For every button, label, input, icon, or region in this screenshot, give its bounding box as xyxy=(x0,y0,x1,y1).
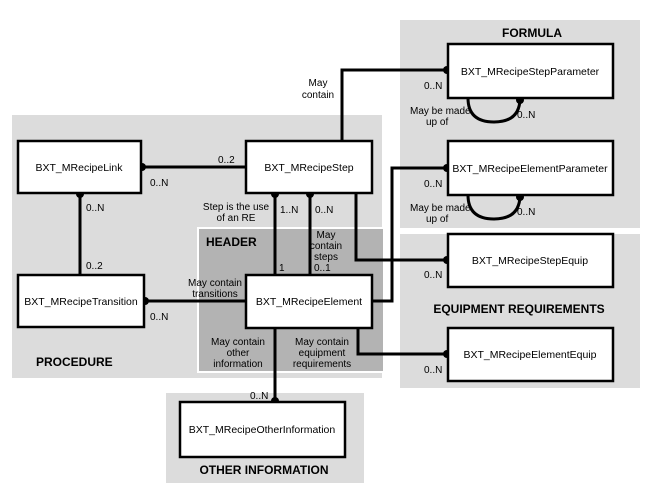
equipment-title: EQUIPMENT REQUIREMENTS xyxy=(433,302,604,316)
entity-label: BXT_MRecipeStep xyxy=(264,162,353,174)
contain-steps-label: May xyxy=(317,230,336,241)
equipment-req-label: requirements xyxy=(293,359,351,370)
step-stepequip-line xyxy=(354,193,448,262)
entity-label: BXT_MRecipeElementParameter xyxy=(452,163,608,175)
stepparameter-self-loop xyxy=(466,97,522,124)
self-relation-label: up of xyxy=(426,214,448,225)
cardinality-label: 0..1 xyxy=(314,263,331,274)
other-info-label: May contain xyxy=(211,337,265,348)
may-contain-label: contain xyxy=(302,90,334,101)
contain-steps-label: contain xyxy=(310,241,342,252)
entity-recipe-step[interactable]: BXT_MRecipeStep xyxy=(244,139,374,195)
cardinality-label: 0..N xyxy=(424,81,442,92)
entity-label: BXT_MRecipeStepEquip xyxy=(472,255,588,267)
cardinality-label: 0..N xyxy=(150,312,168,323)
cardinality-label: 0..N xyxy=(315,205,333,216)
cardinality-label: 0..N xyxy=(250,391,268,402)
procedure-title: PROCEDURE xyxy=(36,355,113,369)
entity-recipe-other-information[interactable]: BXT_MRecipeOtherInformation xyxy=(178,400,347,459)
entity-recipe-element-equip[interactable]: BXT_MRecipeElementEquip xyxy=(446,326,615,383)
cardinality-label: 0..N xyxy=(86,203,104,214)
cardinality-label: 0..N xyxy=(517,207,535,218)
step-use-label: Step is the use xyxy=(203,202,270,213)
cardinality-label: 1..N xyxy=(280,205,298,216)
elementparameter-self-loop xyxy=(466,194,522,221)
entity-recipe-step-equip[interactable]: BXT_MRecipeStepEquip xyxy=(446,232,615,289)
entity-label: BXT_MRecipeStepParameter xyxy=(461,66,600,78)
cardinality-label: 0..N xyxy=(424,179,442,190)
transitions-label: May contain xyxy=(188,278,242,289)
element-elementparameter-line xyxy=(372,166,448,303)
cardinality-label: 0..2 xyxy=(86,261,103,272)
entity-label: BXT_MRecipeElementEquip xyxy=(463,349,596,361)
entity-recipe-element-parameter[interactable]: BXT_MRecipeElementParameter xyxy=(446,139,615,197)
self-relation-label: May be made xyxy=(410,106,471,117)
other-information-title: OTHER INFORMATION xyxy=(199,463,328,477)
self-relation-label: May be made xyxy=(410,203,471,214)
entity-label: BXT_MRecipeOtherInformation xyxy=(189,424,336,436)
cardinality-label: 1 xyxy=(279,263,285,274)
entity-recipe-transition[interactable]: BXT_MRecipeTransition xyxy=(16,273,146,329)
other-info-label: other xyxy=(227,348,250,359)
cardinality-label: 0..2 xyxy=(218,155,235,166)
entity-label: BXT_MRecipeLink xyxy=(36,162,124,174)
cardinality-label: 0..N xyxy=(150,178,168,189)
self-relation-label: up of xyxy=(426,117,448,128)
may-contain-label: May xyxy=(309,78,328,89)
entity-label: BXT_MRecipeElement xyxy=(256,296,362,308)
contain-steps-label: steps xyxy=(314,252,338,263)
element-elementequip-line xyxy=(356,328,448,356)
cardinality-label: 0..N xyxy=(517,110,535,121)
transitions-label: transitions xyxy=(192,289,238,300)
formula-title: FORMULA xyxy=(502,26,562,40)
step-use-label: of an RE xyxy=(217,213,256,224)
entity-recipe-link[interactable]: BXT_MRecipeLink xyxy=(16,139,143,195)
step-stepparameter-line xyxy=(340,68,448,141)
entity-recipe-element[interactable]: BXT_MRecipeElement xyxy=(244,273,374,330)
entity-recipe-step-parameter[interactable]: BXT_MRecipeStepParameter xyxy=(446,42,615,100)
cardinality-label: 0..N xyxy=(424,365,442,376)
equipment-req-label: equipment xyxy=(299,348,346,359)
other-info-label: information xyxy=(213,359,262,370)
equipment-req-label: May contain xyxy=(295,337,349,348)
entity-label: BXT_MRecipeTransition xyxy=(24,296,138,308)
header-title: HEADER xyxy=(206,235,257,249)
cardinality-label: 0..N xyxy=(424,270,442,281)
